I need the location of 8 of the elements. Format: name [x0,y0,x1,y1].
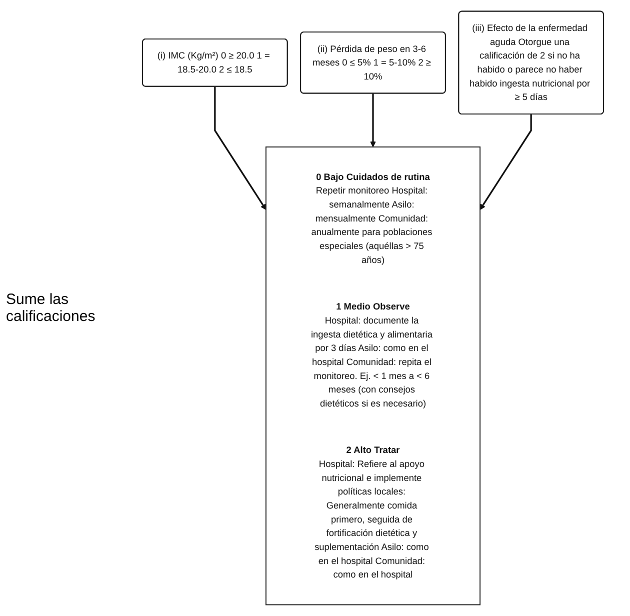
arrow [370,93,376,148]
arrow [214,86,266,210]
cluster [265,146,481,606]
arrow [480,114,532,210]
node-text: 1 Medio Observe Hospital: documente la ingesta dietética y alimentaria por 3 días Asilo: como en el hospital Comunidad: repita el monitoreo. Ej. < 1 mes a < 6 meses (con consejos dietéticos si es necesario) [310,301,432,408]
node-text: 2 Alto Tratar Hospital: Refiere al apoyo nutricional e implemente políticas locales: Generalmente comida primero, seguida de fortificación dietética y suplementación Asilo: como en el hospital Comunidad: como en el hospital [314,444,429,580]
node-text: 0 Bajo Cuidados de rutina Repetir monitoreo Hospital: semanalmente Asilo: mensualmente Comunidad: anualmente para poblaciones especiales (aquéllas > 75 años) [311,171,432,265]
note-text: Sume las calificaciones [6,291,96,325]
